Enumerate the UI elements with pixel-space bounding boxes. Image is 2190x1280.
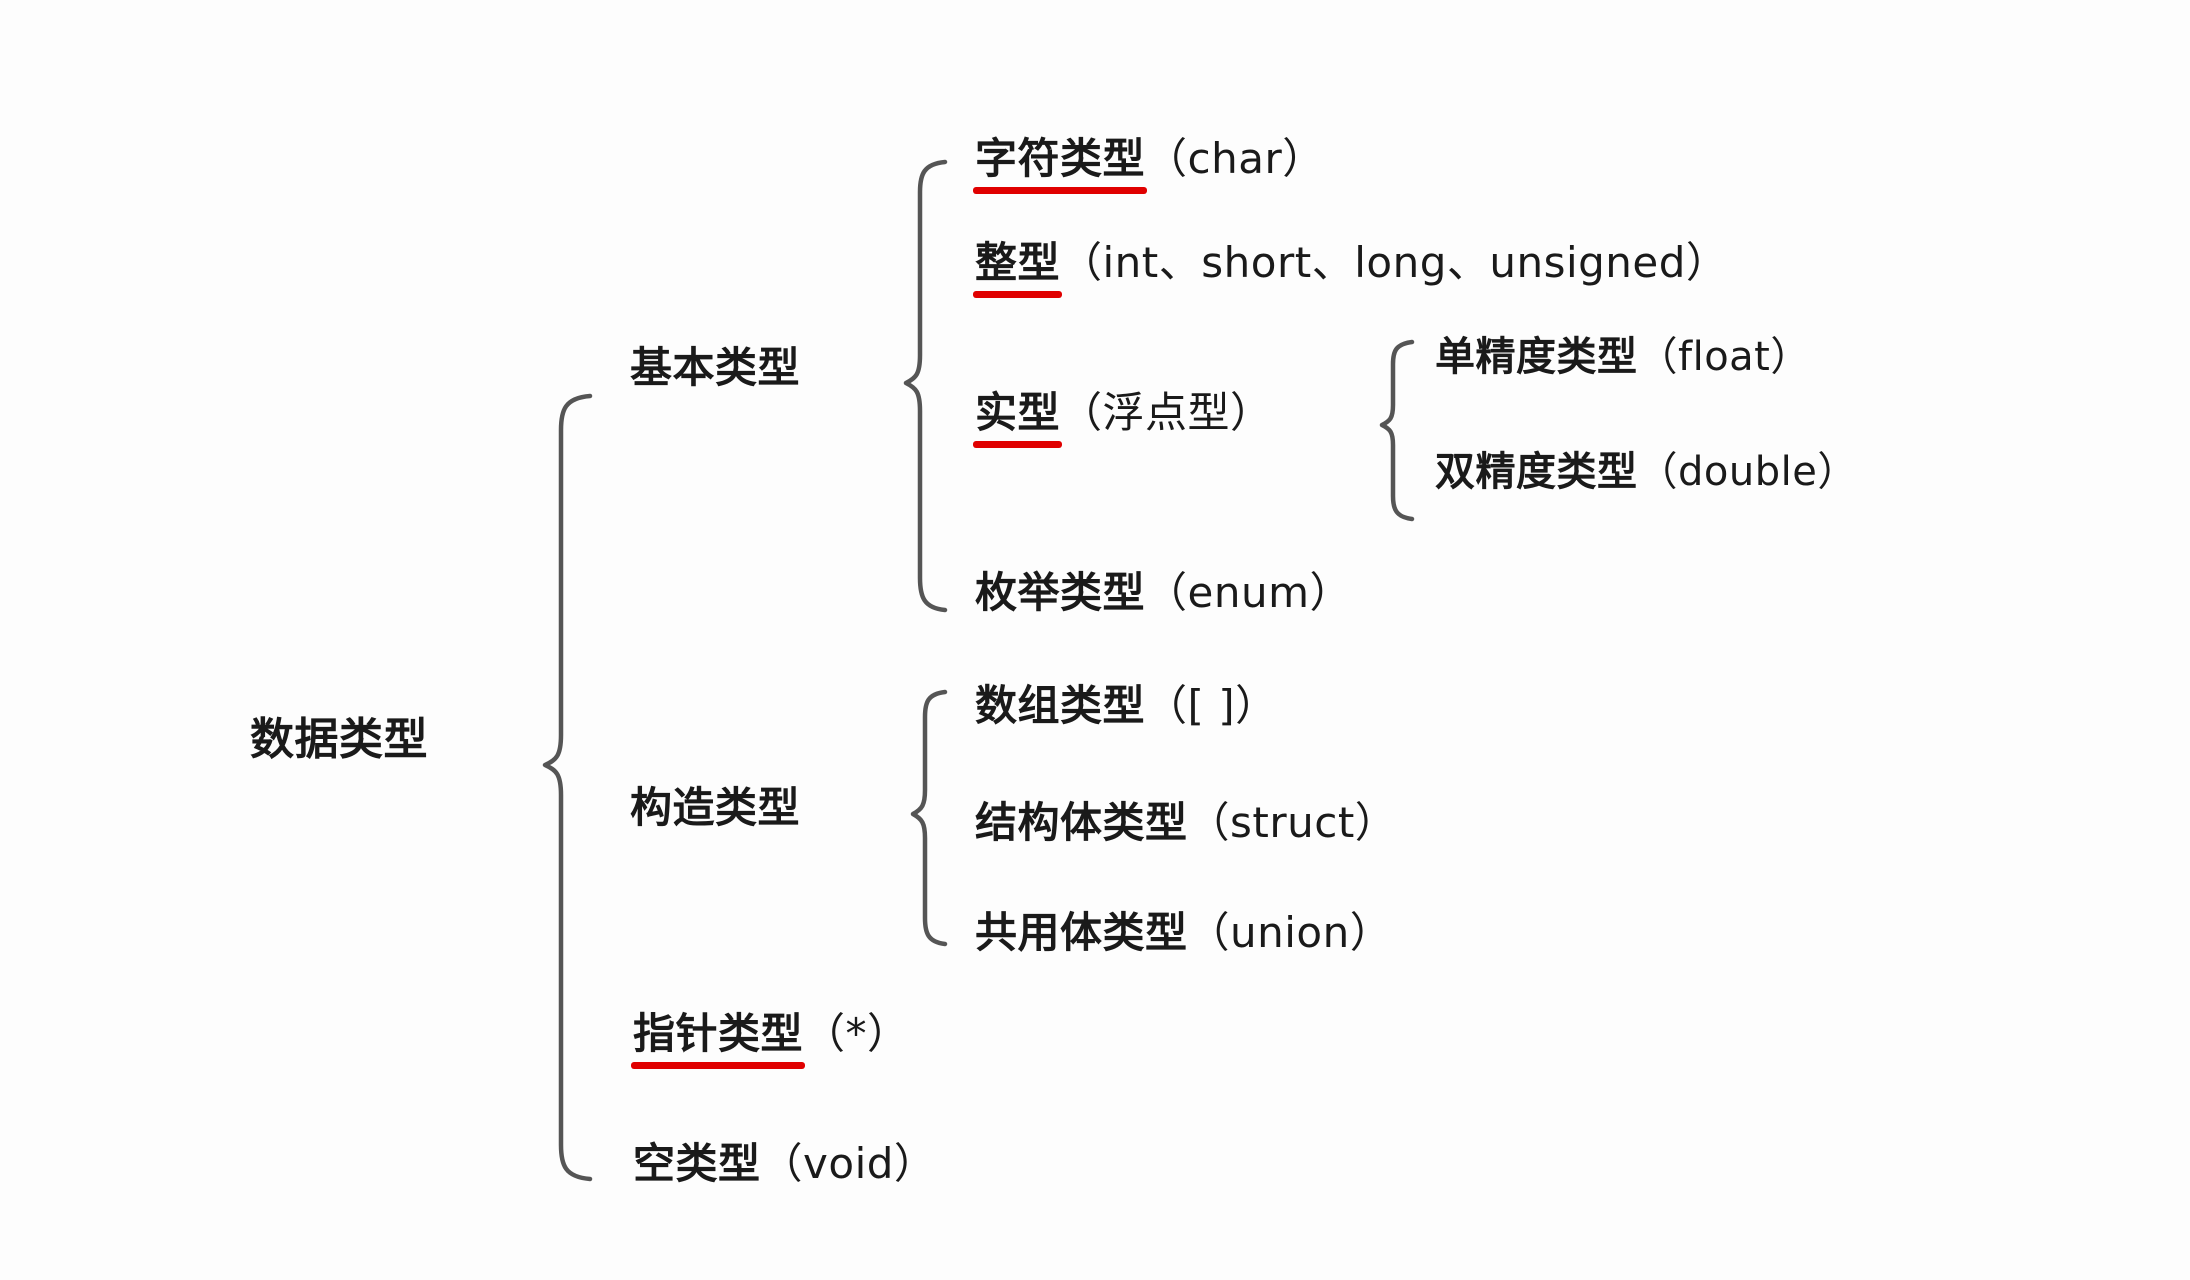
node-float-type-label: 单精度类型 xyxy=(1435,334,1638,380)
node-array-type: 数组类型（[ ]） xyxy=(975,685,1278,727)
node-union-type-label: 共用体类型 xyxy=(975,908,1188,957)
node-pointer-type-suffix: （*） xyxy=(803,1009,910,1058)
node-float-type: 单精度类型（float） xyxy=(1435,337,1811,377)
node-enum-type: 枚举类型（enum） xyxy=(975,572,1352,614)
node-double-type-suffix: （double） xyxy=(1637,449,1858,495)
node-array-type-suffix: （[ ]） xyxy=(1145,681,1278,730)
node-char-type-label: 字符类型 xyxy=(972,134,1148,194)
node-struct-type: 结构体类型（struct） xyxy=(975,802,1397,844)
node-float-type-suffix: （float） xyxy=(1637,334,1811,380)
brace-construct xyxy=(910,689,948,947)
node-void-type-label: 空类型 xyxy=(633,1139,761,1188)
node-union-type: 共用体类型（union） xyxy=(975,912,1392,954)
node-enum-type-suffix: （enum） xyxy=(1145,568,1353,617)
node-basic-type-label: 基本类型 xyxy=(630,343,801,392)
node-enum-type-label: 枚举类型 xyxy=(975,568,1146,617)
brace-real xyxy=(1379,339,1415,522)
node-struct-type-label: 结构体类型 xyxy=(975,798,1188,847)
node-struct-type-suffix: （struct） xyxy=(1187,798,1398,847)
brace-root xyxy=(542,393,593,1182)
node-char-type: 字符类型（char） xyxy=(972,134,1325,194)
node-construct-type: 构造类型 xyxy=(630,787,800,829)
node-pointer-type-label: 指针类型 xyxy=(630,1009,806,1069)
node-void-type: 空类型（void） xyxy=(633,1143,936,1185)
node-double-type: 双精度类型（double） xyxy=(1435,452,1858,492)
node-real-type-label: 实型 xyxy=(972,388,1063,448)
node-root-label: 数据类型 xyxy=(250,714,428,765)
node-array-type-label: 数组类型 xyxy=(975,681,1146,730)
brace-basic xyxy=(903,159,948,613)
node-void-type-suffix: （void） xyxy=(760,1139,937,1188)
node-union-type-suffix: （union） xyxy=(1187,908,1393,957)
node-pointer-type: 指针类型（*） xyxy=(630,1009,910,1069)
node-basic-type: 基本类型 xyxy=(630,347,800,389)
node-int-type-suffix: （int、short、long、unsigned） xyxy=(1060,238,1729,287)
node-char-type-suffix: （char） xyxy=(1145,134,1325,183)
node-root: 数据类型 xyxy=(250,718,428,762)
node-int-type-label: 整型 xyxy=(972,238,1063,298)
node-real-type: 实型（浮点型） xyxy=(972,388,1273,448)
node-construct-type-label: 构造类型 xyxy=(630,783,801,832)
node-real-type-suffix: （浮点型） xyxy=(1060,388,1273,437)
node-int-type: 整型（int、short、long、unsigned） xyxy=(972,238,1728,298)
node-double-type-label: 双精度类型 xyxy=(1435,449,1638,495)
